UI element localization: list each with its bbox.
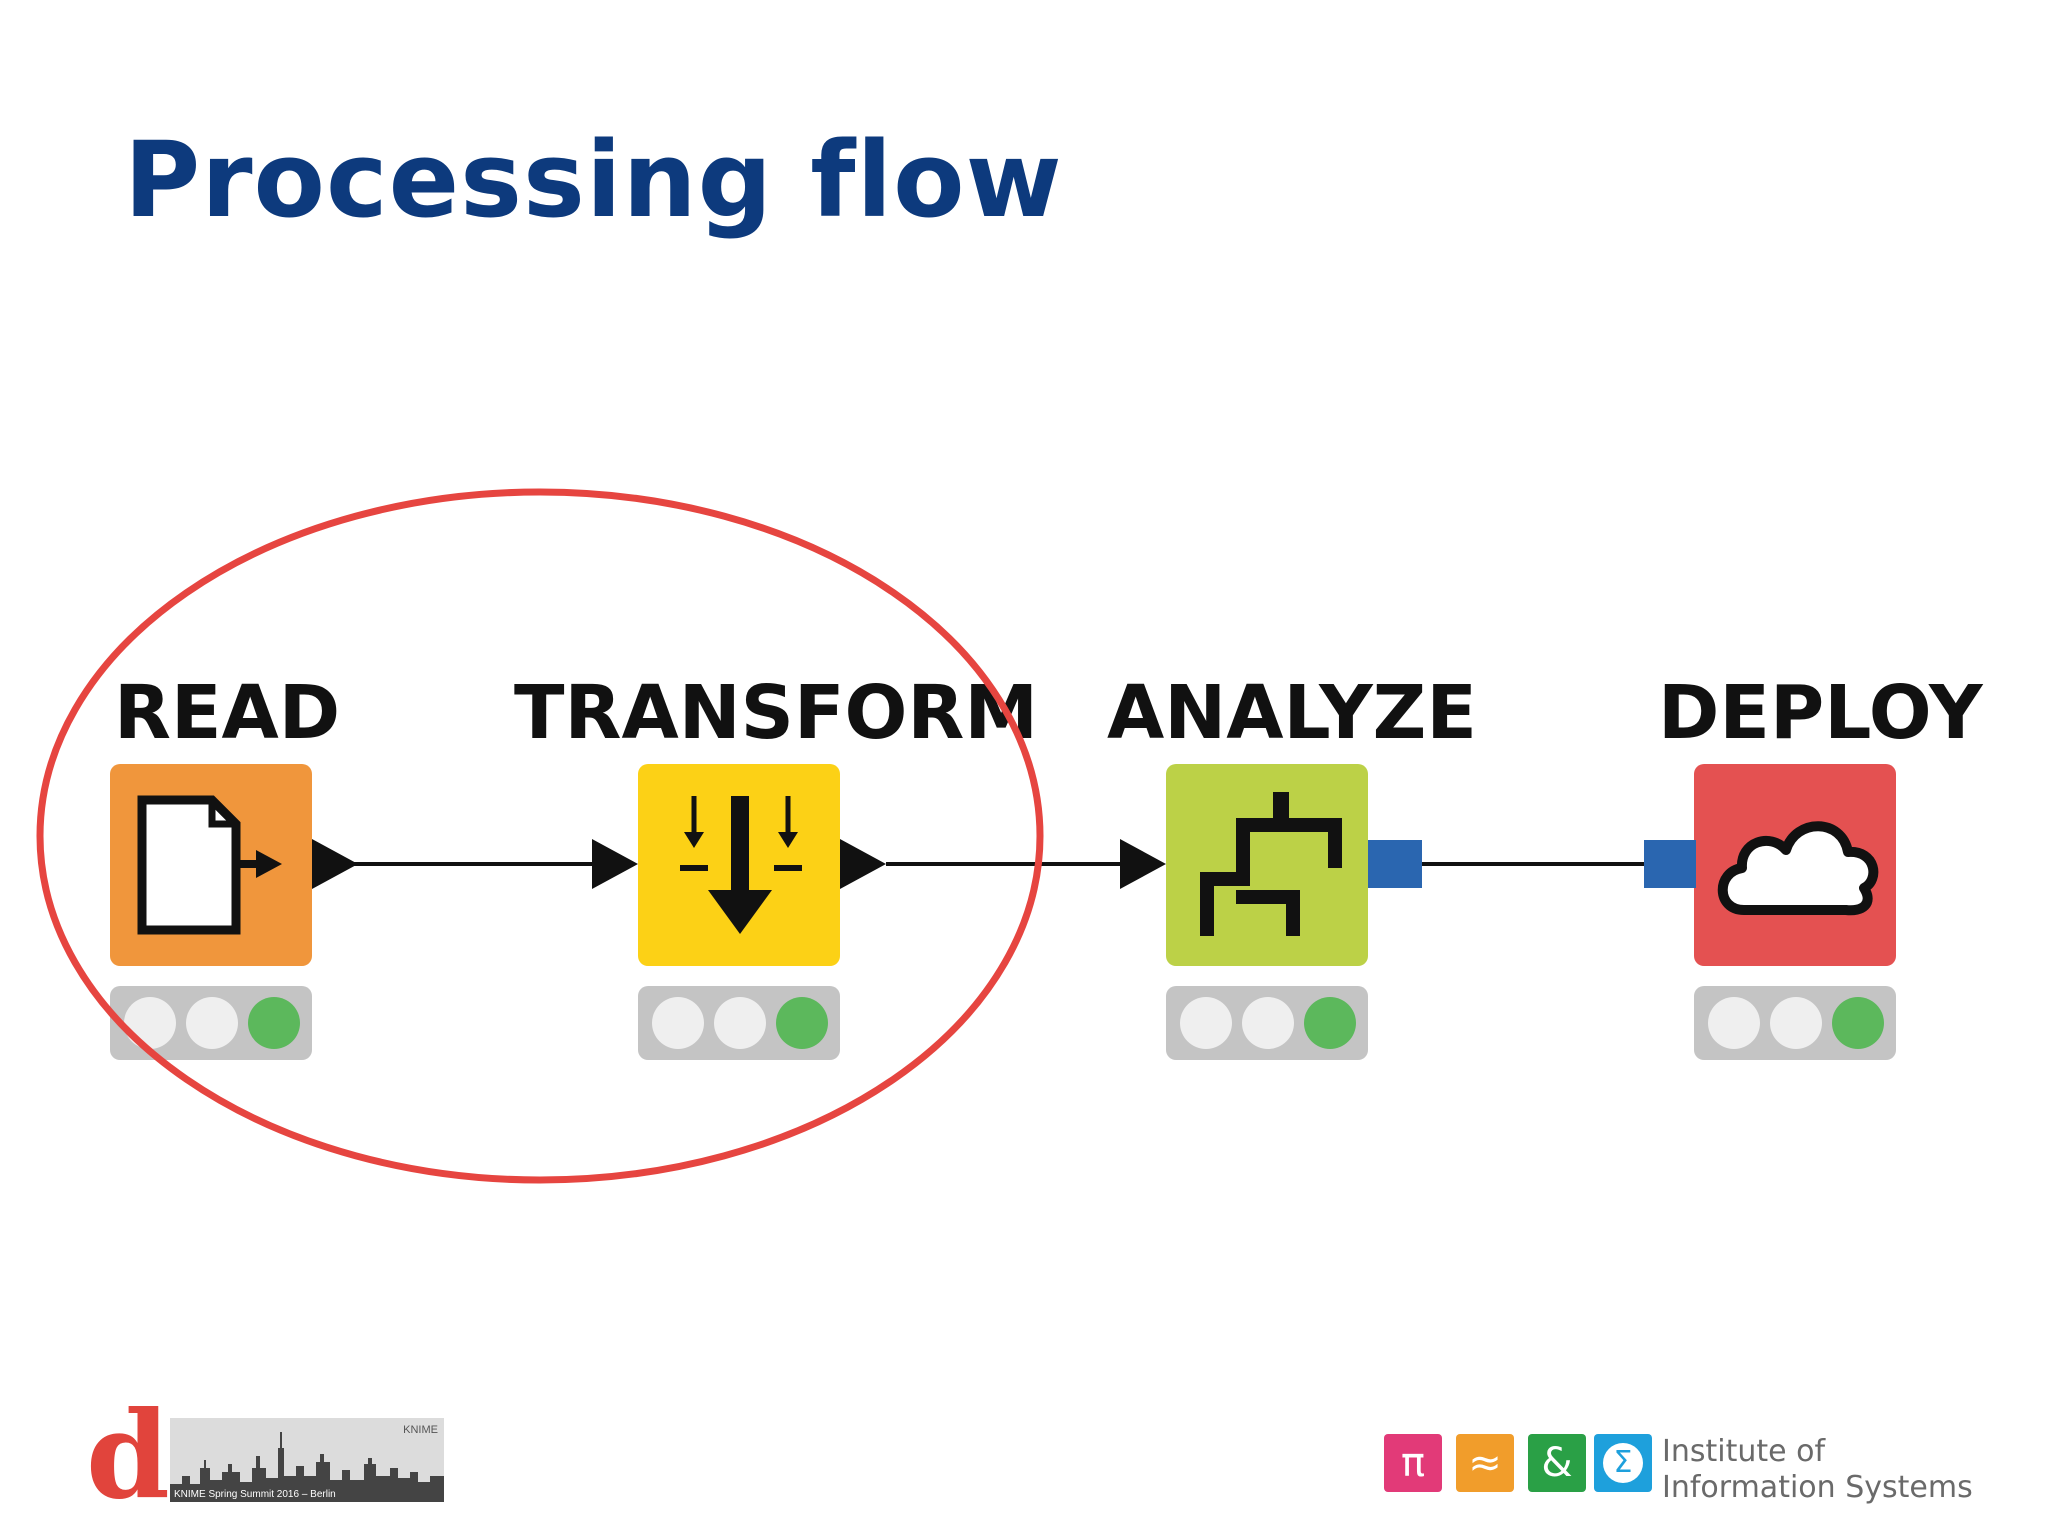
status-light-idle — [1708, 997, 1760, 1049]
status-light-green — [248, 997, 300, 1049]
ampersand-symbol: & — [1541, 1440, 1573, 1486]
event-banner: KNIME KNIME Spring Summit 2016 – Berlin — [170, 1418, 444, 1502]
event-caption: KNIME Spring Summit 2016 – Berlin — [174, 1489, 336, 1500]
approx-symbol: ≈ — [1468, 1440, 1502, 1486]
highlight-ellipse — [36, 488, 1044, 1184]
status-light-green — [1304, 997, 1356, 1049]
ampersand-tile-icon: & — [1528, 1434, 1586, 1492]
node-transform[interactable] — [638, 764, 886, 966]
d-logo: d — [86, 1385, 170, 1526]
status-light-idle — [124, 997, 176, 1049]
input-port-transform — [592, 839, 638, 889]
berlin-skyline-icon — [170, 1432, 444, 1502]
status-light-idle — [1242, 997, 1294, 1049]
pi-tile-icon: π — [1384, 1434, 1442, 1492]
status-light-idle — [1180, 997, 1232, 1049]
stage-label-read: READ — [114, 670, 341, 756]
institute-name: Institute of Information Systems — [1662, 1434, 1973, 1506]
status-light-idle — [186, 997, 238, 1049]
output-port-transform — [840, 839, 886, 889]
file-export-icon — [137, 795, 282, 935]
stage-label-deploy: DEPLOY — [1658, 670, 1983, 756]
knime-brand: KNIME — [403, 1424, 438, 1436]
institute-name-line2: Information Systems — [1662, 1470, 1973, 1505]
input-port-deploy — [1644, 840, 1696, 888]
node-read[interactable] — [110, 764, 358, 966]
node-deploy[interactable] — [1644, 764, 1896, 966]
status-indicator-read — [110, 986, 312, 1060]
stage-label-analyze: ANALYZE — [1107, 670, 1477, 756]
sigma-symbol: Σ — [1603, 1443, 1643, 1483]
tree-model-icon — [1200, 792, 1342, 936]
status-indicator-deploy — [1694, 986, 1896, 1060]
status-light-idle — [652, 997, 704, 1049]
sigma-tile-icon: Σ — [1594, 1434, 1652, 1492]
status-light-idle — [1770, 997, 1822, 1049]
output-port-read — [312, 839, 358, 889]
status-light-green — [1832, 997, 1884, 1049]
input-port-analyze — [1120, 839, 1166, 889]
slide-title: Processing flow — [124, 119, 1063, 241]
status-indicator-analyze — [1166, 986, 1368, 1060]
merge-down-arrow-icon — [680, 796, 802, 934]
node-analyze[interactable] — [1166, 764, 1422, 966]
output-port-analyze — [1368, 840, 1422, 888]
cloud-icon — [1717, 821, 1879, 916]
stage-label-transform: TRANSFORM — [514, 670, 1039, 756]
pi-symbol: π — [1400, 1440, 1426, 1486]
institute-name-line1: Institute of — [1662, 1434, 1826, 1469]
node-analyze-body[interactable] — [1166, 764, 1368, 966]
status-light-idle — [714, 997, 766, 1049]
status-indicator-transform — [638, 986, 840, 1060]
status-light-green — [776, 997, 828, 1049]
approx-tile-icon: ≈ — [1456, 1434, 1514, 1492]
